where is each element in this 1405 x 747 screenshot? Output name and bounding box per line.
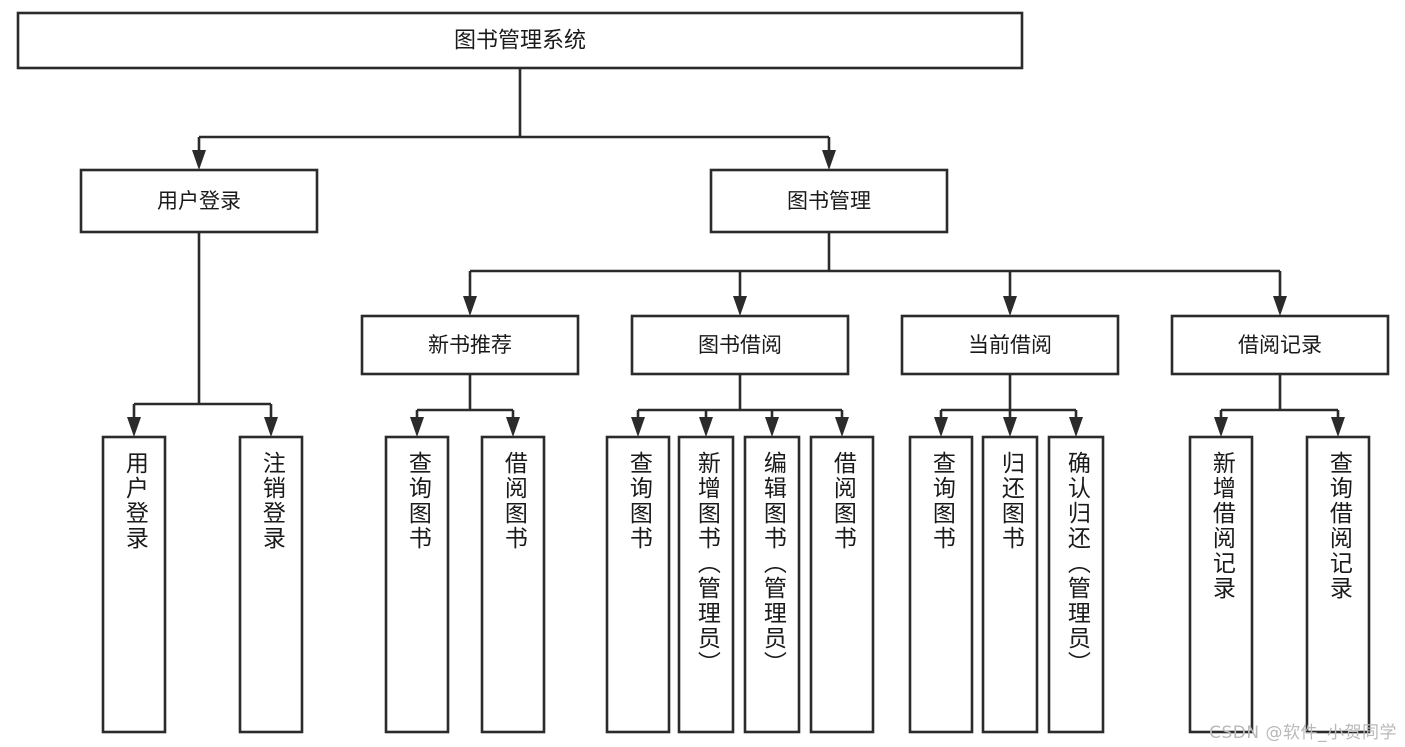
node-new-book-rec-box[interactable]: [360, 314, 580, 376]
node-leaf-borrow-query[interactable]: [605, 435, 671, 734]
node-borrow-record-box[interactable]: [1170, 314, 1390, 376]
node-book-borrow-label: 图书借阅: [698, 333, 782, 357]
node-book-manage[interactable]: 图书管理: [709, 168, 949, 234]
node-leaf-rec-query2[interactable]: [1305, 435, 1371, 734]
arrow-head-icon-leaf-rec-query: [410, 417, 424, 437]
arrow-head-icon-leaf-cur-return: [1003, 417, 1017, 437]
root-node-book-management-system-box[interactable]: [16, 11, 1024, 70]
node-leaf-borrow-edit[interactable]: [743, 435, 801, 734]
arrow-head-icon-leaf-borrow-query: [631, 417, 645, 437]
node-leaf-cur-query[interactable]: [908, 435, 974, 734]
arrow-head-icon-leaf-user-logout: [264, 417, 278, 437]
node-leaf-rec-query2-box[interactable]: [1305, 435, 1371, 734]
node-leaf-cur-return-box[interactable]: [981, 435, 1039, 734]
node-user-login[interactable]: 用户登录: [79, 168, 319, 234]
node-leaf-borrow-add-box[interactable]: [677, 435, 735, 734]
node-leaf-rec-query-box[interactable]: [384, 435, 450, 734]
node-leaf-borrow-lend-box[interactable]: [809, 435, 875, 734]
watermark-text: CSDN @软件_小贺同学: [1209, 723, 1397, 743]
arrow-head-icon-leaf-rec-query2: [1331, 417, 1345, 437]
node-leaf-user-login-box[interactable]: [101, 435, 167, 734]
node-leaf-user-logout[interactable]: [238, 435, 304, 734]
node-leaf-cur-return[interactable]: [981, 435, 1039, 734]
root-node-book-management-system-label: 图书管理系统: [454, 29, 586, 54]
node-leaf-rec-borrow[interactable]: [480, 435, 546, 734]
arrow-head-icon-leaf-rec-borrow: [506, 417, 520, 437]
node-current-borrow-label: 当前借阅: [968, 333, 1052, 357]
node-leaf-borrow-add[interactable]: [677, 435, 735, 734]
node-leaf-user-logout-box[interactable]: [238, 435, 304, 734]
node-leaf-borrow-lend[interactable]: [809, 435, 875, 734]
node-new-book-rec[interactable]: 新书推荐: [360, 314, 580, 376]
node-leaf-rec-add-box[interactable]: [1188, 435, 1254, 734]
node-user-login-box[interactable]: [79, 168, 319, 234]
node-new-book-rec-label: 新书推荐: [428, 333, 512, 357]
node-book-manage-label: 图书管理: [787, 189, 871, 213]
node-leaf-rec-add[interactable]: [1188, 435, 1254, 734]
arrow-head-icon-leaf-cur-query: [934, 417, 948, 437]
node-current-borrow[interactable]: 当前借阅: [900, 314, 1120, 376]
node-book-manage-box[interactable]: [709, 168, 949, 234]
arrow-head-icon-leaf-rec-add: [1214, 417, 1228, 437]
arrow-head-icon-current-borrow: [1003, 296, 1017, 316]
arrow-head-icon-leaf-borrow-edit: [765, 417, 779, 437]
node-leaf-cur-confirm-box[interactable]: [1047, 435, 1105, 734]
arrow-head-icon-book-borrow: [733, 296, 747, 316]
node-leaf-rec-query[interactable]: [384, 435, 450, 734]
node-leaf-borrow-edit-box[interactable]: [743, 435, 801, 734]
node-book-borrow-box[interactable]: [630, 314, 850, 376]
node-leaf-rec-borrow-box[interactable]: [480, 435, 546, 734]
root-node-book-management-system[interactable]: 图书管理系统: [16, 11, 1024, 70]
node-user-login-label: 用户登录: [157, 189, 241, 213]
arrow-head-icon-leaf-borrow-lend: [835, 417, 849, 437]
node-borrow-record-label: 借阅记录: [1238, 333, 1322, 357]
arrow-head-icon-book-manage: [822, 150, 836, 170]
connectors-layer: [127, 68, 1345, 437]
node-leaf-cur-confirm[interactable]: [1047, 435, 1105, 734]
node-leaf-borrow-query-box[interactable]: [605, 435, 671, 734]
node-book-borrow[interactable]: 图书借阅: [630, 314, 850, 376]
arrow-head-icon-leaf-borrow-add: [699, 417, 713, 437]
arrow-head-icon-leaf-user-login: [127, 417, 141, 437]
arrow-head-icon-borrow-record: [1273, 296, 1287, 316]
node-leaf-cur-query-box[interactable]: [908, 435, 974, 734]
arrow-head-icon-leaf-cur-confirm: [1069, 417, 1083, 437]
node-borrow-record[interactable]: 借阅记录: [1170, 314, 1390, 376]
arrow-head-icon-new-book-rec: [463, 296, 477, 316]
node-current-borrow-box[interactable]: [900, 314, 1120, 376]
arrow-head-icon-user-login: [192, 150, 206, 170]
node-leaf-user-login[interactable]: [101, 435, 167, 734]
